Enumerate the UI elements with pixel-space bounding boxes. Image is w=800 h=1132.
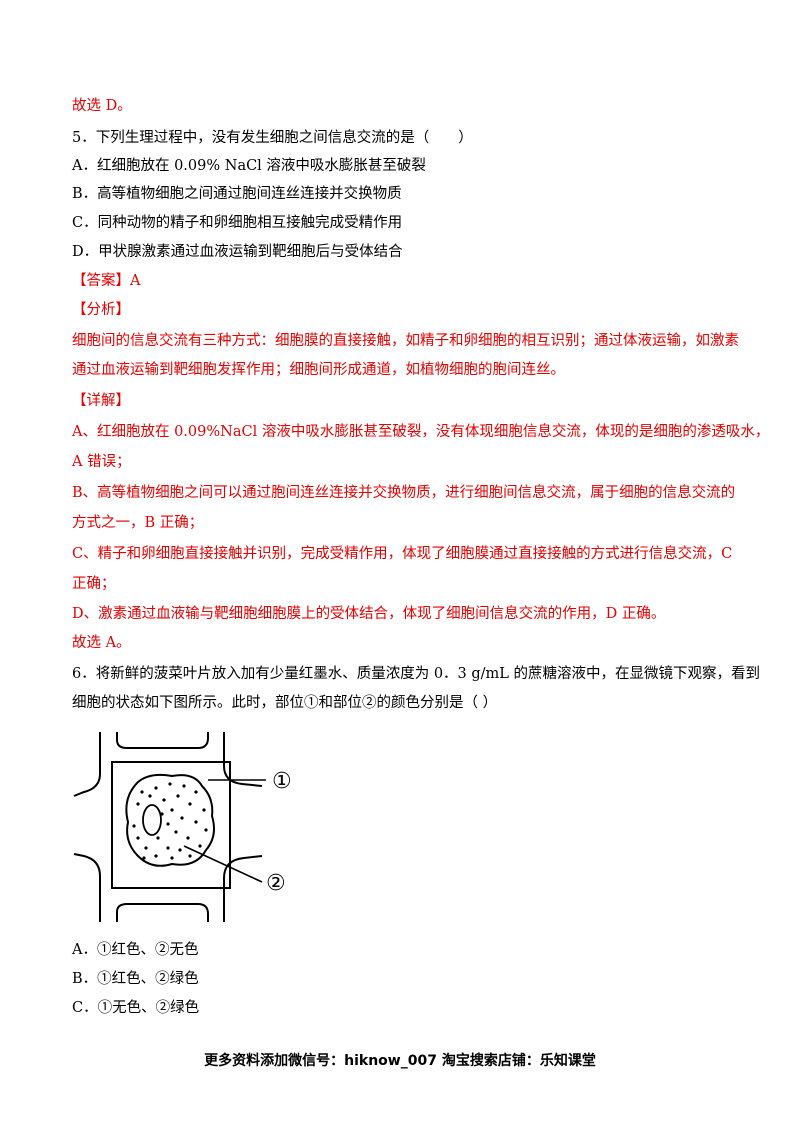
neighbor-cell-wall: [116, 903, 209, 922]
question-6-stem: 细胞的状态如下图所示。此时，部位①和部位②的颜色分别是（ ）: [72, 695, 498, 711]
detail-text: A 错误；: [72, 454, 131, 470]
label-1: ①: [272, 769, 292, 794]
nucleus: [142, 804, 162, 836]
page-footer: 更多资料添加微信号：hiknow_007 淘宝搜索店铺：乐知课堂: [204, 1053, 596, 1069]
neighbor-cell-wall: [73, 853, 101, 922]
detail-text: D、激素通过血液输与靶细胞细胞膜上的受体结合，体现了细胞间信息交流的作用，D 正…: [72, 606, 666, 622]
detail-text: C、精子和卵细胞直接接触并识别，完成受精作用，体现了细胞膜通过直接接触的方式进行…: [72, 546, 733, 562]
question-5-stem: 5．下列生理过程中，没有发生细胞之间信息交流的是（ ）: [72, 130, 473, 146]
label-2: ②: [266, 871, 286, 896]
cell-diagram: ① ②: [73, 732, 292, 922]
answer-label: 【答案】A: [72, 273, 141, 289]
detail-label: 【详解】: [72, 393, 130, 409]
analysis-label: 【分析】: [72, 302, 130, 318]
question-6-stem: 6．将新鲜的菠菜叶片放入加有少量红墨水、质量浓度为 0．3 g/mL 的蔗糖溶液…: [72, 666, 761, 682]
question-5-option-b: B．高等植物细胞之间通过胞间连丝连接并交换物质: [72, 186, 402, 202]
final-answer: 故选 A。: [72, 635, 131, 651]
analysis-text: 通过血液运输到靶细胞发挥作用；细胞间形成通道，如植物细胞的胞间连丝。: [72, 362, 565, 378]
leader-line-2: [183, 845, 263, 883]
text-line: 故选 D。: [72, 98, 132, 114]
question-6-option-c: C．①无色、②绿色: [72, 1000, 200, 1016]
question-5-option-c: C．同种动物的精子和卵细胞相互接触完成受精作用: [72, 215, 403, 231]
neighbor-cell-wall: [116, 732, 209, 749]
neighbor-cell-wall: [223, 732, 263, 787]
protoplast: [125, 773, 215, 867]
question-6-option-b: B．①红色、②绿色: [72, 971, 199, 987]
chloroplast-dots: [132, 782, 208, 860]
question-5-option-a: A．红细胞放在 0.09% NaCl 溶液中吸水膨胀甚至破裂: [72, 158, 426, 174]
detail-text: 正确；: [72, 576, 116, 592]
detail-text: B、高等植物细胞之间可以通过胞间连丝连接并交换物质，进行细胞间信息交流，属于细胞…: [72, 485, 736, 501]
question-5-option-d: D．甲状腺激素通过血液运输到靶细胞后与受体结合: [72, 244, 403, 260]
question-6-option-a: A．①红色、②无色: [72, 942, 199, 958]
neighbor-cell-wall: [73, 732, 101, 797]
analysis-text: 细胞间的信息交流有三种方式：细胞膜的直接接触，如精子和卵细胞的相互识别；通过体液…: [72, 333, 739, 349]
cell-wall: [111, 761, 231, 889]
detail-text: 方式之一，B 正确；: [72, 515, 204, 531]
detail-text: A、红细胞放在 0.09%NaCl 溶液中吸水膨胀甚至破裂，没有体现细胞信息交流…: [72, 424, 770, 440]
